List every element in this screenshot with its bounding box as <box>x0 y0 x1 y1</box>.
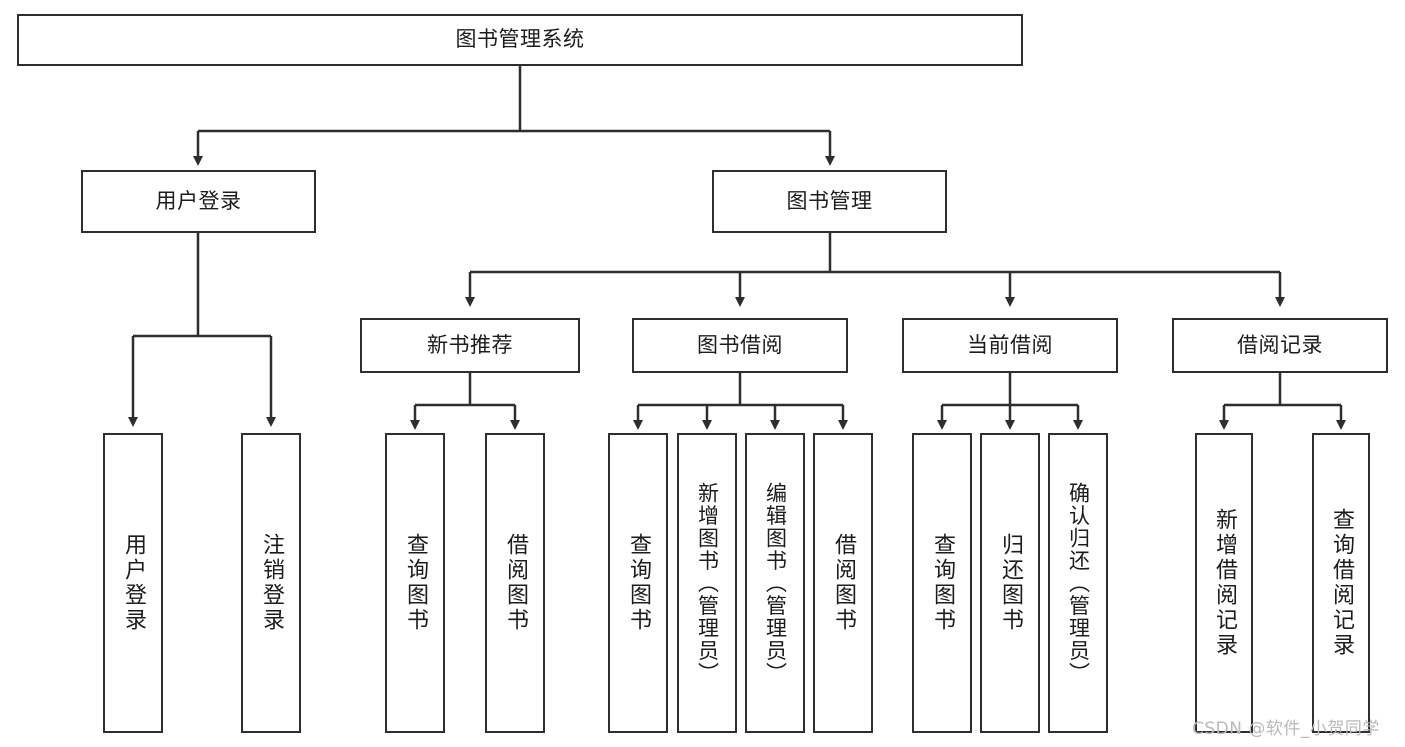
node-leaf-user-logout-label: 注销登录 <box>259 533 284 633</box>
node-root-label: 图书管理系统 <box>455 27 585 52</box>
node-leaf-confirm-return-label: 确认归还（管理员） <box>1066 481 1091 685</box>
node-leaf-return-book-label: 归还图书 <box>998 533 1023 633</box>
node-leaf-add-book[interactable]: 新增图书（管理员） <box>677 433 737 733</box>
node-user-login[interactable]: 用户登录 <box>81 170 316 233</box>
csdn-watermark: CSDN @软件_小贺同学 <box>1192 719 1380 739</box>
node-borrow-record[interactable]: 借阅记录 <box>1172 318 1388 373</box>
node-leaf-user-login-label: 用户登录 <box>121 533 146 633</box>
node-leaf-add-book-label: 新增图书（管理员） <box>695 481 720 685</box>
node-leaf-query-book-1-label: 查询图书 <box>403 533 428 633</box>
node-leaf-query-record[interactable]: 查询借阅记录 <box>1312 433 1370 733</box>
node-leaf-borrow-book-1[interactable]: 借阅图书 <box>485 433 545 733</box>
node-borrow-record-label: 借阅记录 <box>1237 332 1323 357</box>
node-leaf-add-record[interactable]: 新增借阅记录 <box>1195 433 1253 733</box>
node-leaf-query-book-3-label: 查询图书 <box>930 533 955 633</box>
node-current-borrow-label: 当前借阅 <box>967 332 1053 357</box>
node-leaf-borrow-book-1-label: 借阅图书 <box>503 533 528 633</box>
node-leaf-edit-book-label: 编辑图书（管理员） <box>763 481 788 685</box>
node-leaf-borrow-book-2[interactable]: 借阅图书 <box>813 433 873 733</box>
node-book-manage[interactable]: 图书管理 <box>712 170 947 233</box>
node-root[interactable]: 图书管理系统 <box>17 14 1023 66</box>
node-leaf-edit-book[interactable]: 编辑图书（管理员） <box>745 433 805 733</box>
node-leaf-user-login[interactable]: 用户登录 <box>103 433 163 733</box>
node-leaf-borrow-book-2-label: 借阅图书 <box>831 533 856 633</box>
node-leaf-query-book-2[interactable]: 查询图书 <box>608 433 668 733</box>
node-book-borrow-label: 图书借阅 <box>697 332 783 357</box>
node-leaf-query-book-1[interactable]: 查询图书 <box>385 433 445 733</box>
node-leaf-query-book-3[interactable]: 查询图书 <box>912 433 972 733</box>
node-current-borrow[interactable]: 当前借阅 <box>902 318 1118 373</box>
node-leaf-query-record-label: 查询借阅记录 <box>1329 508 1354 658</box>
node-new-book-recommend[interactable]: 新书推荐 <box>360 318 580 373</box>
node-leaf-confirm-return[interactable]: 确认归还（管理员） <box>1048 433 1108 733</box>
node-leaf-user-logout[interactable]: 注销登录 <box>241 433 301 733</box>
node-book-manage-label: 图书管理 <box>786 188 873 213</box>
node-user-login-label: 用户登录 <box>155 188 242 213</box>
node-leaf-add-record-label: 新增借阅记录 <box>1212 508 1237 658</box>
node-book-borrow[interactable]: 图书借阅 <box>632 318 848 373</box>
node-leaf-return-book[interactable]: 归还图书 <box>980 433 1040 733</box>
node-leaf-query-book-2-label: 查询图书 <box>626 533 651 633</box>
node-new-book-recommend-label: 新书推荐 <box>427 332 513 357</box>
